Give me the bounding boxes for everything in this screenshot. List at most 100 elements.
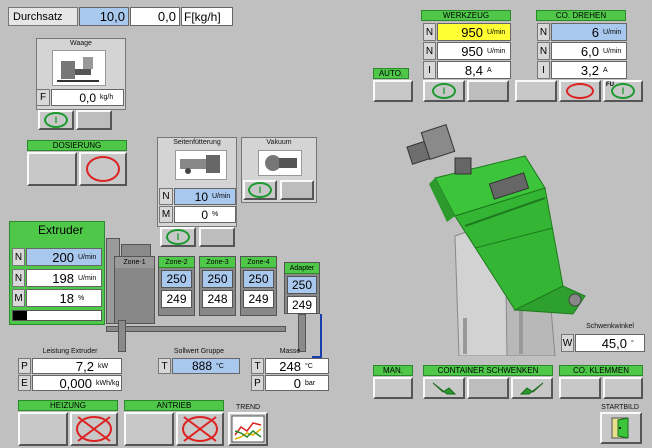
durchsatz-actual: 0,0	[130, 7, 180, 26]
werkzeug-blank-button[interactable]	[467, 80, 509, 102]
scale-image	[52, 50, 106, 86]
werkzeug-n-set-label: N	[423, 23, 436, 41]
auto-button[interactable]	[373, 80, 413, 102]
seitenfuetterung-title: Seitenfütterung	[173, 139, 221, 146]
schwenken-stop-button[interactable]	[467, 377, 509, 399]
extruder-stand-1	[118, 320, 126, 352]
co-drehen-off-button[interactable]	[559, 80, 601, 102]
masse-title: Masse	[279, 348, 301, 355]
extruder-stand-2	[298, 314, 306, 352]
power-off-icon	[566, 83, 594, 99]
arrow-down-right-icon	[432, 382, 457, 395]
disabled-x-icon	[76, 416, 112, 442]
co-drehen-blank-button[interactable]	[515, 80, 557, 102]
power-on-icon: I	[44, 112, 68, 128]
sollwert-value[interactable]: 888°C	[172, 358, 240, 374]
disabled-x-icon	[182, 416, 218, 442]
co-drehen-label: CO. DREHEN	[536, 10, 626, 21]
zone-2-label: Zone-2	[159, 257, 194, 268]
masse-t-label: T	[251, 358, 264, 374]
extruder-title: Extruder	[38, 223, 84, 237]
zone-4-setpoint[interactable]: 250	[243, 270, 274, 288]
vakuum-on-button[interactable]: I	[243, 180, 277, 200]
sf-on-button[interactable]: I	[160, 227, 196, 247]
zone-2-setpoint[interactable]: 250	[161, 270, 192, 288]
zone-3-setpoint[interactable]: 250	[202, 270, 233, 288]
adapter-setpoint[interactable]: 250	[287, 276, 317, 294]
werkzeug-on-button[interactable]: I	[423, 80, 465, 102]
waage-blank-button[interactable]	[76, 110, 112, 130]
power-on-icon: I	[166, 229, 190, 245]
startbild-button[interactable]	[600, 412, 642, 444]
heizung-label: HEIZUNG	[18, 400, 118, 411]
container-mixer-image	[406, 124, 586, 356]
antrieb-off-button[interactable]	[176, 412, 224, 446]
dosierung-blank-button[interactable]	[27, 152, 77, 186]
extruder-base	[106, 326, 286, 332]
zone-3-label: Zone-3	[200, 257, 235, 268]
schwenken-back-button[interactable]	[511, 377, 553, 399]
zone-4-label: Zone-4	[241, 257, 276, 268]
vakuum-blank-button[interactable]	[280, 180, 314, 200]
extruder-m-label: M	[12, 289, 25, 307]
waage-on-button[interactable]: I	[38, 110, 74, 130]
vakuum-title: Vakuum	[266, 139, 292, 146]
man-button[interactable]	[373, 377, 413, 399]
container-schwenken-label: CONTAINER SCHWENKEN	[423, 365, 553, 376]
trend-label: TREND	[235, 404, 261, 411]
power-off-icon	[86, 156, 120, 182]
dosierung-off-button[interactable]	[79, 152, 127, 186]
co-klemmen-close-button[interactable]	[603, 377, 643, 399]
power-on-icon: I	[611, 83, 635, 99]
extruder-n-act-label: N	[12, 269, 25, 287]
extruder-m-value: 18%	[26, 289, 102, 307]
zone-3-actual: 248	[202, 290, 233, 308]
zone-1: Zone-1	[114, 256, 155, 324]
melt-pipe	[312, 314, 322, 358]
adapter-label: Adapter	[285, 263, 319, 274]
heizung-off-button[interactable]	[70, 412, 118, 446]
schwenkwinkel-w-label: W	[561, 334, 574, 352]
trend-button[interactable]	[228, 412, 268, 446]
sf-blank-button[interactable]	[199, 227, 235, 247]
antrieb-label: ANTRIEB	[124, 400, 224, 411]
sollwert-title: Sollwert Gruppe	[173, 348, 225, 355]
werkzeug-label: WERKZEUG	[421, 10, 511, 21]
sf-m-value: 0%	[174, 206, 236, 223]
durchsatz-setpoint[interactable]: 10,0	[79, 7, 129, 26]
co-drehen-n-set-label: N	[537, 23, 550, 41]
sf-n-label: N	[159, 188, 173, 205]
man-label: MAN.	[373, 365, 413, 376]
arrow-down-left-icon	[519, 382, 544, 395]
masse-p-label: P	[251, 375, 264, 391]
heizung-on-button[interactable]	[18, 412, 68, 446]
startbild-label: STARTBILD	[601, 404, 639, 411]
antrieb-on-button[interactable]	[124, 412, 174, 446]
leistung-p-label: P	[18, 358, 31, 374]
exit-door-icon	[611, 417, 629, 439]
zone-3: Zone-3 250 248	[199, 256, 236, 316]
power-on-icon: I	[248, 182, 272, 198]
trend-chart-icon	[231, 415, 265, 443]
vacuum-pump-image	[258, 150, 302, 176]
co-klemmen-open-button[interactable]	[559, 377, 601, 399]
sf-m-label: M	[159, 206, 173, 223]
schwenkwinkel-title: Schwenkwinkel	[586, 323, 634, 330]
waage-f-label: F	[36, 89, 50, 106]
schwenkwinkel-value: 45,0°	[575, 334, 645, 352]
schwenken-forward-button[interactable]	[423, 377, 465, 399]
